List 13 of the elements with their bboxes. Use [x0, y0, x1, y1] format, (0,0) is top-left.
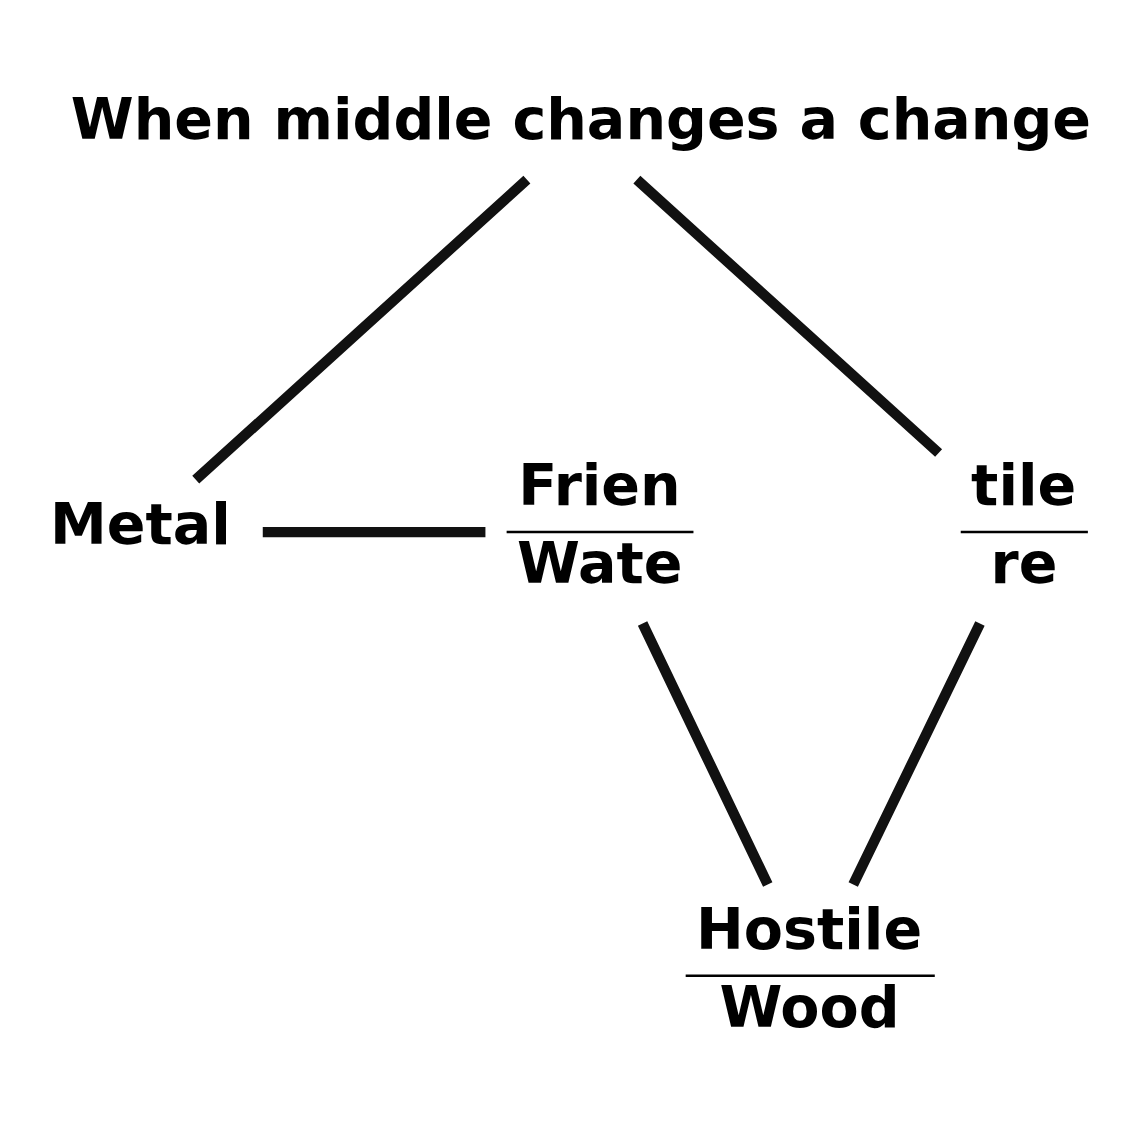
connector	[192, 175, 531, 484]
connector	[848, 620, 985, 887]
connector	[633, 175, 943, 457]
node-label: Frien	[518, 451, 681, 518]
node-label: tile	[971, 451, 1077, 518]
node-label: re	[990, 529, 1058, 596]
node-label: Hostile	[696, 895, 923, 962]
connector	[262, 526, 486, 537]
node-text: Metal	[49, 490, 231, 557]
node-label: Wood	[719, 973, 900, 1040]
node-text: When middle changes a change	[70, 85, 1092, 152]
connector	[637, 620, 773, 887]
node-label: Wate	[517, 529, 683, 596]
